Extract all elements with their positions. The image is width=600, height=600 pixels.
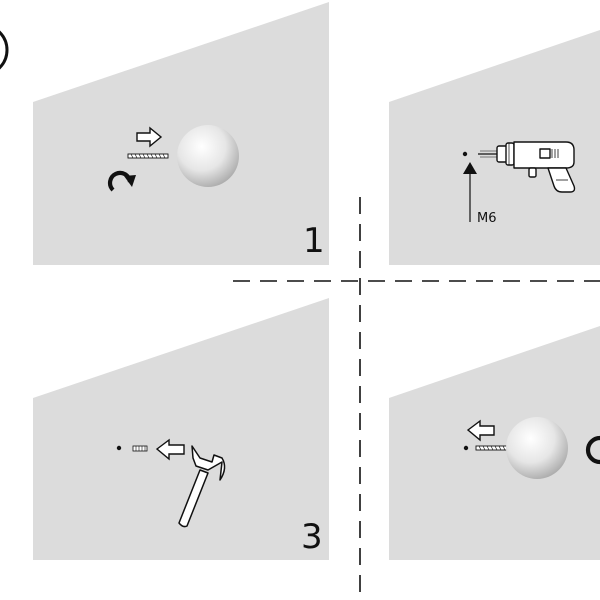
callout-label: M6 [477, 211, 497, 226]
cut-lines [233, 197, 600, 600]
callout-arrow-icon [463, 162, 477, 222]
arrow-right-icon [136, 126, 163, 148]
wall-panel [33, 2, 329, 265]
panel-step-3: 3 [33, 298, 329, 560]
wall-panel [389, 30, 600, 265]
panel-step-4 [389, 326, 600, 560]
rotate-clockwise-icon [107, 170, 136, 192]
panel-step-2: M6 [389, 30, 600, 265]
knob-icon [506, 417, 568, 479]
arrow-left-icon [155, 438, 185, 461]
screw-icon [127, 153, 169, 159]
hammer-icon [178, 445, 226, 528]
panel-step-1: 1 [33, 2, 329, 265]
rotate-icon [585, 435, 600, 465]
knob-icon [177, 125, 239, 187]
hole-dot-icon [463, 445, 469, 451]
step-marker-circle [0, 30, 9, 70]
drill-icon [478, 141, 576, 193]
wall-panel [389, 326, 600, 560]
step-number: 3 [301, 517, 323, 557]
hole-dot-icon [116, 445, 122, 451]
wall-panel [33, 298, 329, 560]
wall-anchor-icon [132, 445, 148, 452]
arrow-left-icon [466, 419, 495, 442]
hole-dot-icon [462, 151, 468, 157]
step-number: 1 [303, 221, 325, 261]
